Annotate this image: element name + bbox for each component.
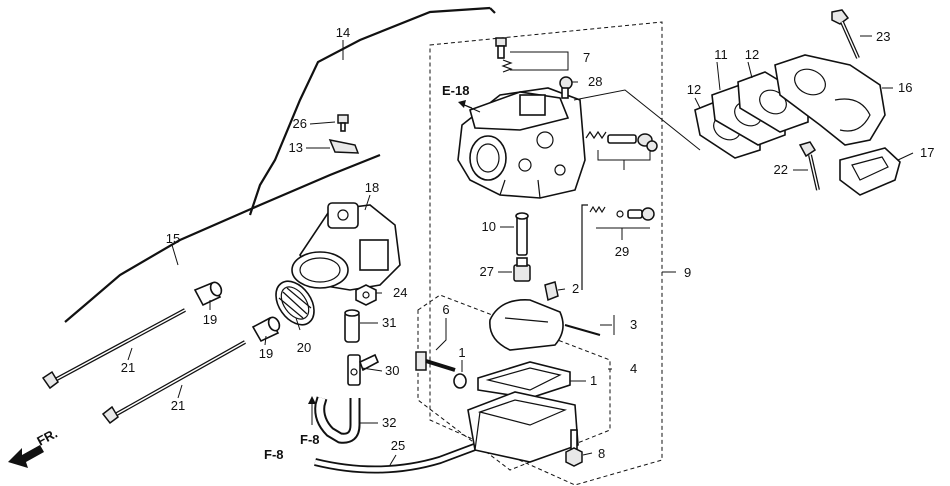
main-jet-27 bbox=[513, 257, 531, 282]
idle-screw-set-29 bbox=[589, 205, 655, 221]
spacer-19a bbox=[193, 281, 223, 307]
float-chamber-gasket-1 bbox=[477, 361, 571, 399]
callout-13: 13 bbox=[289, 140, 303, 155]
callout-30: 30 bbox=[385, 363, 399, 378]
needle-jet-10 bbox=[515, 212, 529, 256]
stud-bolt-21a bbox=[41, 308, 186, 390]
sub-group-bracket-29 bbox=[581, 204, 588, 290]
intake-elbow-18 bbox=[291, 202, 401, 291]
callout-12b: 12 bbox=[745, 47, 759, 62]
callout-8: 8 bbox=[598, 446, 605, 461]
callout-23: 23 bbox=[876, 29, 890, 44]
callout-12a: 12 bbox=[687, 82, 701, 97]
bolt-22 bbox=[798, 141, 820, 191]
callout-1: 1 bbox=[590, 373, 597, 388]
callout-19a: 19 bbox=[203, 312, 217, 327]
front-arrow-icon bbox=[8, 445, 44, 468]
tube-31 bbox=[344, 309, 360, 343]
ref-f8-upper: F-8 bbox=[300, 432, 320, 447]
callout-16: 16 bbox=[898, 80, 912, 95]
throttle-cable-end bbox=[489, 7, 496, 14]
callout-9: 9 bbox=[684, 265, 691, 280]
callout-6: 6 bbox=[442, 302, 449, 317]
cable-clip-13 bbox=[328, 138, 360, 154]
screw-28 bbox=[559, 76, 573, 99]
fuel-tube-32 bbox=[314, 396, 361, 444]
callout-27: 27 bbox=[480, 264, 494, 279]
stud-bolt-21b bbox=[101, 340, 246, 425]
bolt-8 bbox=[565, 429, 583, 467]
callout-18: 18 bbox=[365, 180, 379, 195]
callout-3: 3 bbox=[630, 317, 637, 332]
leader-lines bbox=[127, 35, 914, 466]
callout-31: 31 bbox=[382, 315, 396, 330]
carburetor-body bbox=[457, 87, 586, 199]
callout-17: 17 bbox=[920, 145, 934, 160]
callout-21b: 21 bbox=[171, 398, 185, 413]
throttle-cable bbox=[248, 6, 491, 216]
e18-arrow bbox=[461, 103, 481, 113]
callout-1b: 1 bbox=[458, 345, 465, 360]
callout-24: 24 bbox=[393, 285, 407, 300]
nut-24 bbox=[355, 284, 377, 306]
fuel-joint-30 bbox=[347, 353, 380, 386]
ref-f8-lower: F-8 bbox=[264, 447, 284, 462]
callout-25: 25 bbox=[391, 438, 405, 453]
front-label: FR. bbox=[34, 426, 60, 449]
adjusting-screw-assembly bbox=[585, 130, 658, 152]
float-3 bbox=[489, 299, 601, 351]
callout-21a: 21 bbox=[121, 360, 135, 375]
callout-14: 14 bbox=[336, 25, 350, 40]
bolt-23 bbox=[831, 9, 860, 59]
spacer-19b bbox=[251, 316, 281, 343]
pilot-screw-7 bbox=[495, 37, 513, 73]
callout-19b: 19 bbox=[259, 346, 273, 361]
callout-4: 4 bbox=[630, 361, 637, 376]
callout-29: 29 bbox=[615, 244, 629, 259]
choke-cable bbox=[64, 153, 381, 323]
callout-7: 7 bbox=[583, 50, 590, 65]
intake-manifold-16 bbox=[774, 54, 886, 146]
callout-10: 10 bbox=[482, 219, 496, 234]
float-chamber-4 bbox=[467, 391, 579, 463]
callout-2: 2 bbox=[572, 281, 579, 296]
gasket-17 bbox=[839, 147, 901, 196]
screen-filter-20 bbox=[275, 280, 315, 326]
ref-e18: E-18 bbox=[442, 83, 469, 98]
callout-32: 32 bbox=[382, 415, 396, 430]
callout-20: 20 bbox=[297, 340, 311, 355]
carburetor-assembly-boundary bbox=[429, 21, 663, 486]
screw-26 bbox=[337, 114, 349, 132]
o-ring-1-small bbox=[453, 373, 467, 389]
callout-28: 28 bbox=[588, 74, 602, 89]
callout-26: 26 bbox=[293, 116, 307, 131]
float-pin-clip-2 bbox=[544, 281, 559, 302]
callout-11: 11 bbox=[714, 47, 728, 62]
callout-15: 15 bbox=[166, 231, 180, 246]
drain-screw-6 bbox=[415, 351, 456, 372]
gasket-12-right bbox=[737, 71, 809, 133]
callout-22: 22 bbox=[774, 162, 788, 177]
